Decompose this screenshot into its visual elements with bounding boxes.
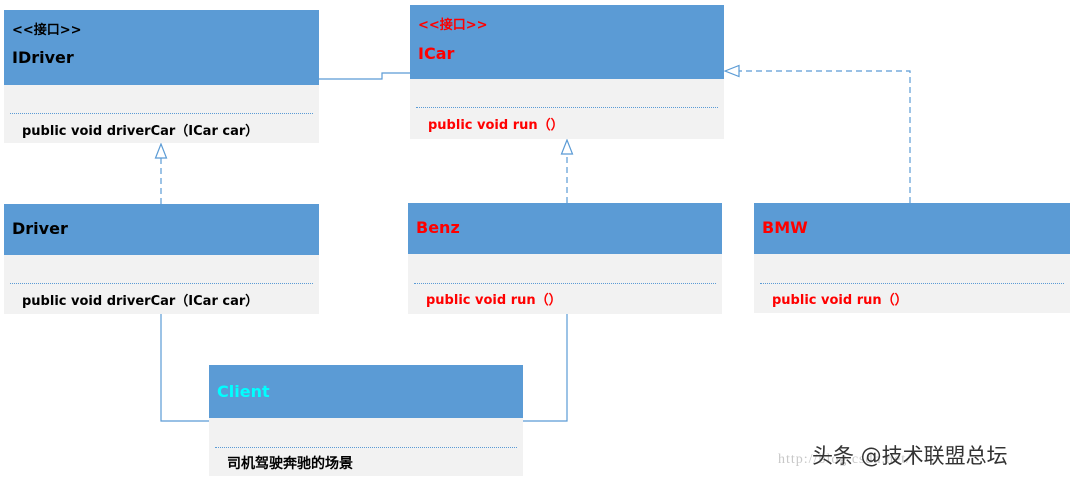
realization-arrowhead-icar-bmw xyxy=(723,64,740,78)
association-idriver-icar xyxy=(319,72,410,80)
association-client-driver xyxy=(160,314,209,422)
class-bmw-separator xyxy=(760,283,1064,284)
blog-watermark: http://blog.csdn.net/ xyxy=(778,452,911,467)
class-icar-method: public void run（） xyxy=(428,118,564,133)
class-idriver-name: IDriver xyxy=(12,48,74,67)
class-icar: <<接口>> ICar public void run（） xyxy=(410,5,724,139)
realization-arrowhead-icar-benz xyxy=(560,138,574,155)
class-idriver-stereotype: <<接口>> xyxy=(12,23,82,38)
class-benz-separator xyxy=(414,283,716,284)
class-bmw: BMW public void run（） xyxy=(754,203,1070,313)
class-idriver-method: public void driverCar（ICar car） xyxy=(22,124,259,139)
class-idriver-header xyxy=(4,10,319,85)
class-icar-separator xyxy=(416,107,718,108)
class-driver-header xyxy=(4,204,319,255)
class-benz-header xyxy=(408,203,722,254)
class-bmw-name: BMW xyxy=(762,218,808,237)
class-benz-name: Benz xyxy=(416,218,460,237)
class-driver-name: Driver xyxy=(12,219,68,238)
class-icar-header xyxy=(410,5,724,79)
class-bmw-method: public void run（） xyxy=(772,293,908,308)
class-driver-method: public void driverCar（ICar car） xyxy=(22,294,259,309)
class-benz-method: public void run（） xyxy=(426,293,562,308)
realization-bmw-icar xyxy=(739,70,911,203)
association-client-benz xyxy=(523,314,568,422)
class-idriver-separator xyxy=(10,113,313,114)
class-client: Client 司机驾驶奔驰的场景 xyxy=(209,365,523,476)
class-driver-separator xyxy=(10,283,313,284)
class-icar-stereotype: <<接口>> xyxy=(418,18,488,33)
class-client-method: 司机驾驶奔驰的场景 xyxy=(227,456,353,472)
realization-arrowhead-idriver xyxy=(154,142,168,159)
class-idriver: <<接口>> IDriver public void driverCar（ICa… xyxy=(4,10,319,143)
class-benz: Benz public void run（） xyxy=(408,203,722,314)
class-client-name: Client xyxy=(217,382,270,401)
class-bmw-header xyxy=(754,203,1070,254)
class-client-separator xyxy=(215,447,517,448)
class-icar-name: ICar xyxy=(418,44,455,63)
class-driver: Driver public void driverCar（ICar car） xyxy=(4,204,319,314)
source-credit: 头条 @技术联盟总坛 xyxy=(812,444,1008,468)
class-client-header xyxy=(209,365,523,418)
